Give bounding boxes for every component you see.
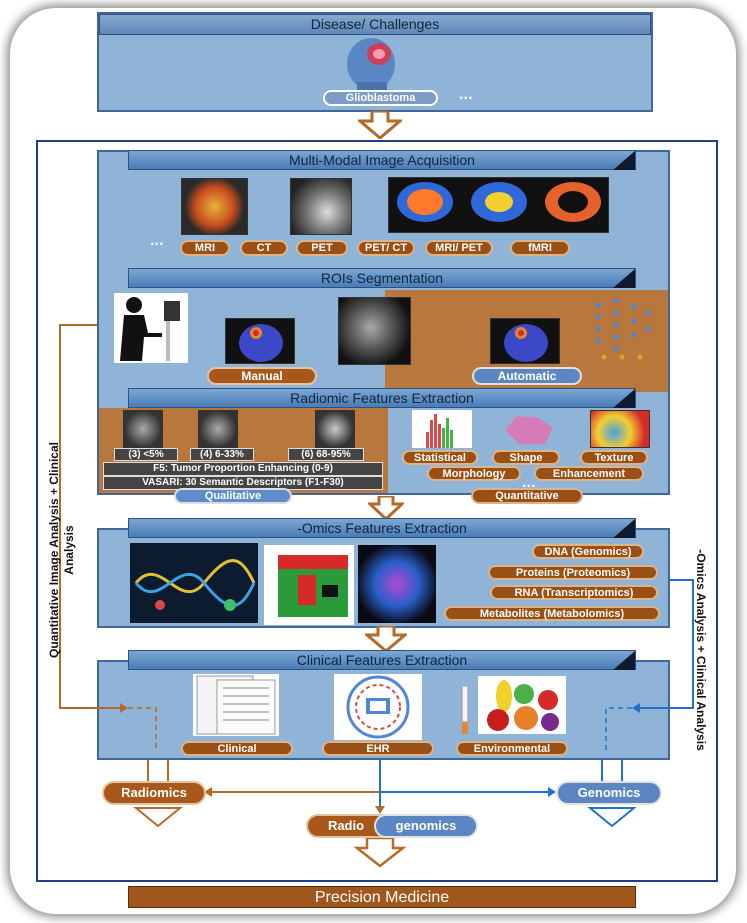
arrow-down-2 — [366, 494, 406, 522]
manual-label: Manual — [207, 367, 317, 385]
ehr-icon — [334, 674, 422, 740]
radiomic-dots: ... — [522, 476, 536, 490]
network-cloud-image — [358, 545, 436, 623]
feature-texture: Texture — [580, 450, 648, 465]
clinical-title: Clinical Features Extraction — [296, 652, 468, 668]
arrow-down-1 — [355, 109, 405, 140]
genomics-combined-output: genomics — [374, 814, 478, 838]
modality-pet-ct: PET/ CT — [357, 240, 415, 256]
f5-descriptor: F5: Tumor Proportion Enhancing (0-9) — [103, 462, 383, 476]
manual-segmentation-image — [225, 318, 295, 364]
omics-title: -Omics Features Extraction — [297, 520, 467, 536]
feature-morphology: Morphology — [427, 466, 521, 481]
acquisition-dots: ... — [150, 234, 164, 248]
disease-panel: Disease/ Challenges Glioblastoma ... — [97, 12, 653, 112]
clinical-header: Clinical Features Extraction — [128, 650, 636, 670]
automatic-segmentation-image — [490, 318, 560, 364]
header-corner-icon — [613, 389, 635, 408]
omics-header: -Omics Features Extraction — [128, 518, 636, 538]
clinical-item-clinical: Clinical — [181, 741, 293, 756]
qualitative-label: Qualitative — [174, 488, 292, 504]
segmentation-title: ROIs Segmentation — [320, 270, 444, 286]
radiomics-output: Radiomics — [102, 781, 206, 805]
proportion-label-1: (3) <5% — [114, 448, 178, 461]
fruit-basket-image — [478, 676, 566, 734]
ct-scan-image — [290, 178, 352, 235]
disease-dots: ... — [459, 88, 473, 102]
proportion-label-3: (6) 68-95% — [288, 448, 364, 461]
clinical-item-environmental: Environmental — [456, 741, 568, 756]
genomics-output: Genomics — [556, 781, 662, 805]
radio-output: Radio — [306, 814, 386, 838]
proportion-label-2: (4) 6-33% — [190, 448, 254, 461]
outer-analysis-box — [36, 140, 718, 882]
disease-header: Disease/ Challenges — [99, 14, 651, 35]
tumor-mri-image — [338, 297, 411, 365]
left-side-label: Quantitative Image Analysis + Clinical A… — [47, 442, 76, 658]
cigarette-icon — [458, 685, 472, 736]
omics-dna: DNA (Genomics) — [532, 544, 644, 559]
proportion-image-1 — [123, 410, 163, 448]
statistical-histogram-image — [412, 410, 472, 448]
feature-statistical: Statistical — [402, 450, 478, 465]
modality-ct: CT — [240, 240, 288, 256]
dna-helix-image — [130, 543, 258, 623]
omics-proteins: Proteins (Proteomics) — [488, 565, 658, 580]
proportion-image-3 — [315, 410, 355, 448]
header-corner-icon — [613, 519, 635, 538]
header-corner-icon — [613, 651, 635, 670]
modality-pet: PET — [296, 240, 348, 256]
glioblastoma-pill: Glioblastoma — [323, 90, 438, 106]
modality-mri-pet: MRI/ PET — [425, 240, 493, 256]
shape-3d-image — [499, 410, 559, 448]
clinical-documents-image — [193, 674, 279, 736]
header-corner-icon — [613, 269, 635, 288]
clinical-item-ehr: EHR — [322, 741, 434, 756]
right-side-label: -Omics Analysis + Clinical Analysis — [694, 549, 708, 751]
mri-scan-image — [181, 178, 248, 235]
precision-medicine-banner: Precision Medicine — [128, 886, 636, 908]
radiomic-header: Radiomic Features Extraction — [128, 388, 636, 408]
protein-heatmap-image — [264, 545, 354, 625]
pet-scan-image — [388, 177, 609, 233]
feature-shape: Shape — [492, 450, 560, 465]
neural-network-icon — [592, 293, 654, 363]
header-corner-icon — [613, 151, 635, 170]
segmentation-header: ROIs Segmentation — [128, 268, 636, 288]
acquisition-title: Multi-Modal Image Acquisition — [289, 152, 475, 168]
texture-map-image — [590, 410, 650, 448]
disease-title: Disease/ Challenges — [310, 16, 440, 32]
omics-rna: RNA (Transcriptomics) — [490, 585, 658, 600]
omics-metabolites: Metabolites (Metabolomics) — [444, 606, 660, 621]
modality-mri: MRI — [180, 240, 230, 256]
arrow-down-3 — [362, 624, 410, 653]
quantitative-label: Quantitative — [471, 488, 583, 504]
automatic-label: Automatic — [472, 367, 582, 385]
proportion-image-2 — [198, 410, 238, 448]
acquisition-header: Multi-Modal Image Acquisition — [128, 150, 636, 170]
clinician-workstation-image — [114, 293, 188, 363]
feature-enhancement: Enhancement — [534, 466, 644, 481]
radiomic-title: Radiomic Features Extraction — [290, 390, 474, 406]
modality-fmri: fMRI — [510, 240, 570, 256]
